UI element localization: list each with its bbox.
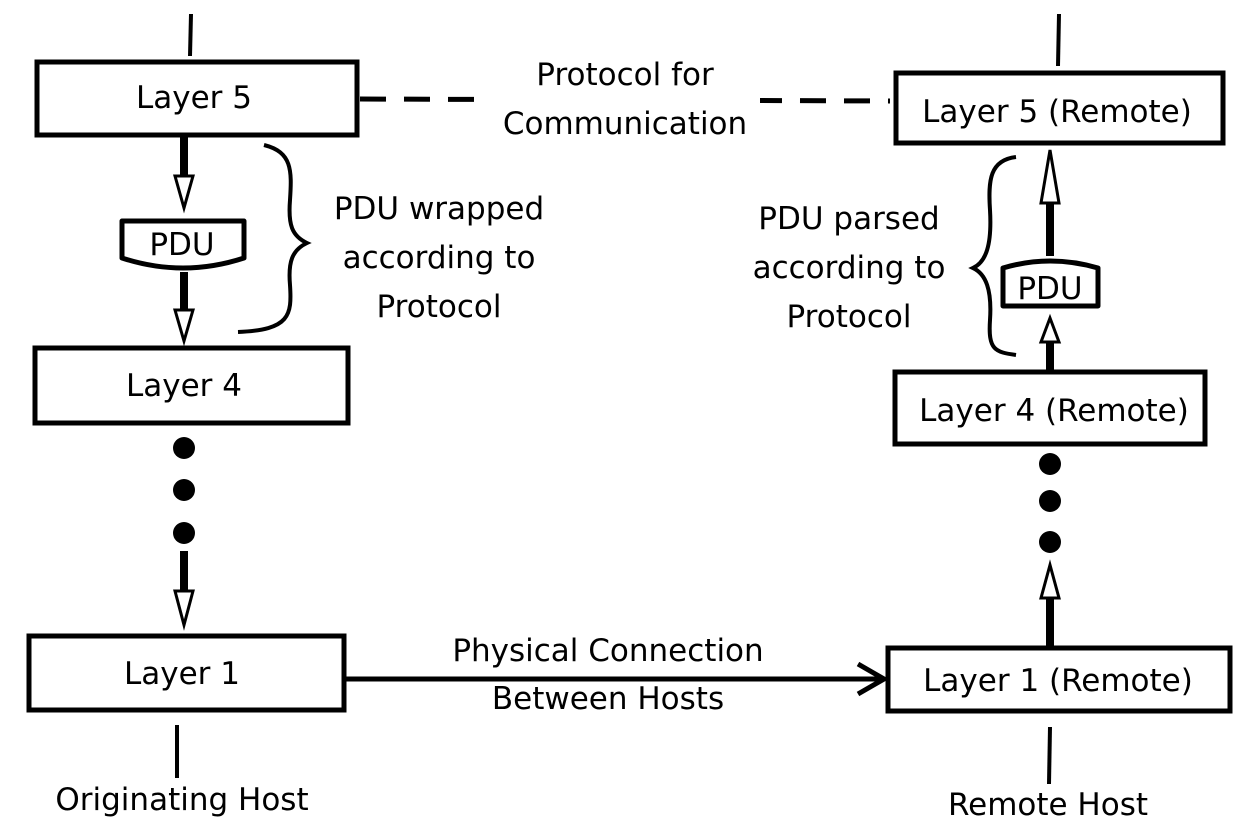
physical-label-line2: Between Hosts (492, 681, 724, 717)
parsed-label-line2: according to (753, 250, 946, 286)
parsed-label-line1: PDU parsed (758, 201, 939, 237)
remote-host-label: Remote Host (948, 787, 1148, 823)
remote-layer5-label: Layer 5 (Remote) (922, 94, 1192, 130)
local-ellipsis-dot-2 (173, 479, 195, 501)
wrapped-label-line1: PDU wrapped (334, 191, 544, 227)
protocol-label-line2: Communication (503, 106, 747, 142)
local-arrow-pdu-to-layer4 (173, 272, 195, 347)
remote-layer1-label: Layer 1 (Remote) (923, 663, 1193, 699)
local-arrow-to-layer1 (173, 551, 195, 631)
local-layer4-box: Layer 4 (32, 345, 351, 426)
local-layer5-box: Layer 5 (34, 59, 360, 138)
remote-arrow-pdu-to-layer5 (1039, 149, 1061, 256)
remote-pdu-shape: PDU (1000, 258, 1101, 309)
wrapped-label-line3: Protocol (377, 289, 502, 325)
protocol-label-background (490, 58, 760, 142)
local-layer1-label: Layer 1 (124, 656, 240, 692)
local-layer5-label: Layer 5 (136, 80, 252, 116)
local-wrap-brace (237, 143, 312, 334)
local-layer1-box: Layer 1 (26, 633, 347, 713)
remote-layer4-box: Layer 4 (Remote) (892, 369, 1208, 447)
local-layer4-label: Layer 4 (126, 368, 242, 404)
parsed-label-line3: Protocol (787, 299, 912, 335)
remote-arrow-from-layer1 (1039, 559, 1061, 646)
local-pdu-shape: PDU (119, 218, 247, 271)
protocol-label-line1: Protocol for (536, 57, 714, 93)
remote-layer4-label: Layer 4 (Remote) (919, 393, 1189, 429)
remote-bottom-stub (1047, 726, 1052, 785)
remote-arrow-layer4-to-pdu (1038, 313, 1062, 370)
wrapped-label-line2: according to (343, 240, 536, 276)
local-ellipsis-dot-1 (173, 437, 195, 459)
local-top-stub (188, 13, 193, 57)
local-pdu-label: PDU (149, 227, 214, 263)
originating-host-label: Originating Host (55, 782, 308, 818)
remote-parse-brace (968, 155, 1017, 357)
remote-ellipsis-dot-1 (1039, 453, 1061, 475)
remote-top-stub (1056, 13, 1061, 67)
physical-label-line1: Physical Connection (452, 633, 763, 669)
physical-connection-arrow (346, 661, 890, 697)
local-ellipsis-dot-3 (173, 522, 195, 544)
remote-layer1-box: Layer 1 (Remote) (885, 645, 1233, 714)
remote-layer5-box: Layer 5 (Remote) (893, 70, 1226, 146)
remote-pdu-label: PDU (1017, 271, 1082, 307)
remote-ellipsis-dot-3 (1039, 531, 1061, 553)
local-arrow-layer5-to-pdu (173, 136, 195, 214)
remote-ellipsis-dot-2 (1039, 490, 1061, 512)
